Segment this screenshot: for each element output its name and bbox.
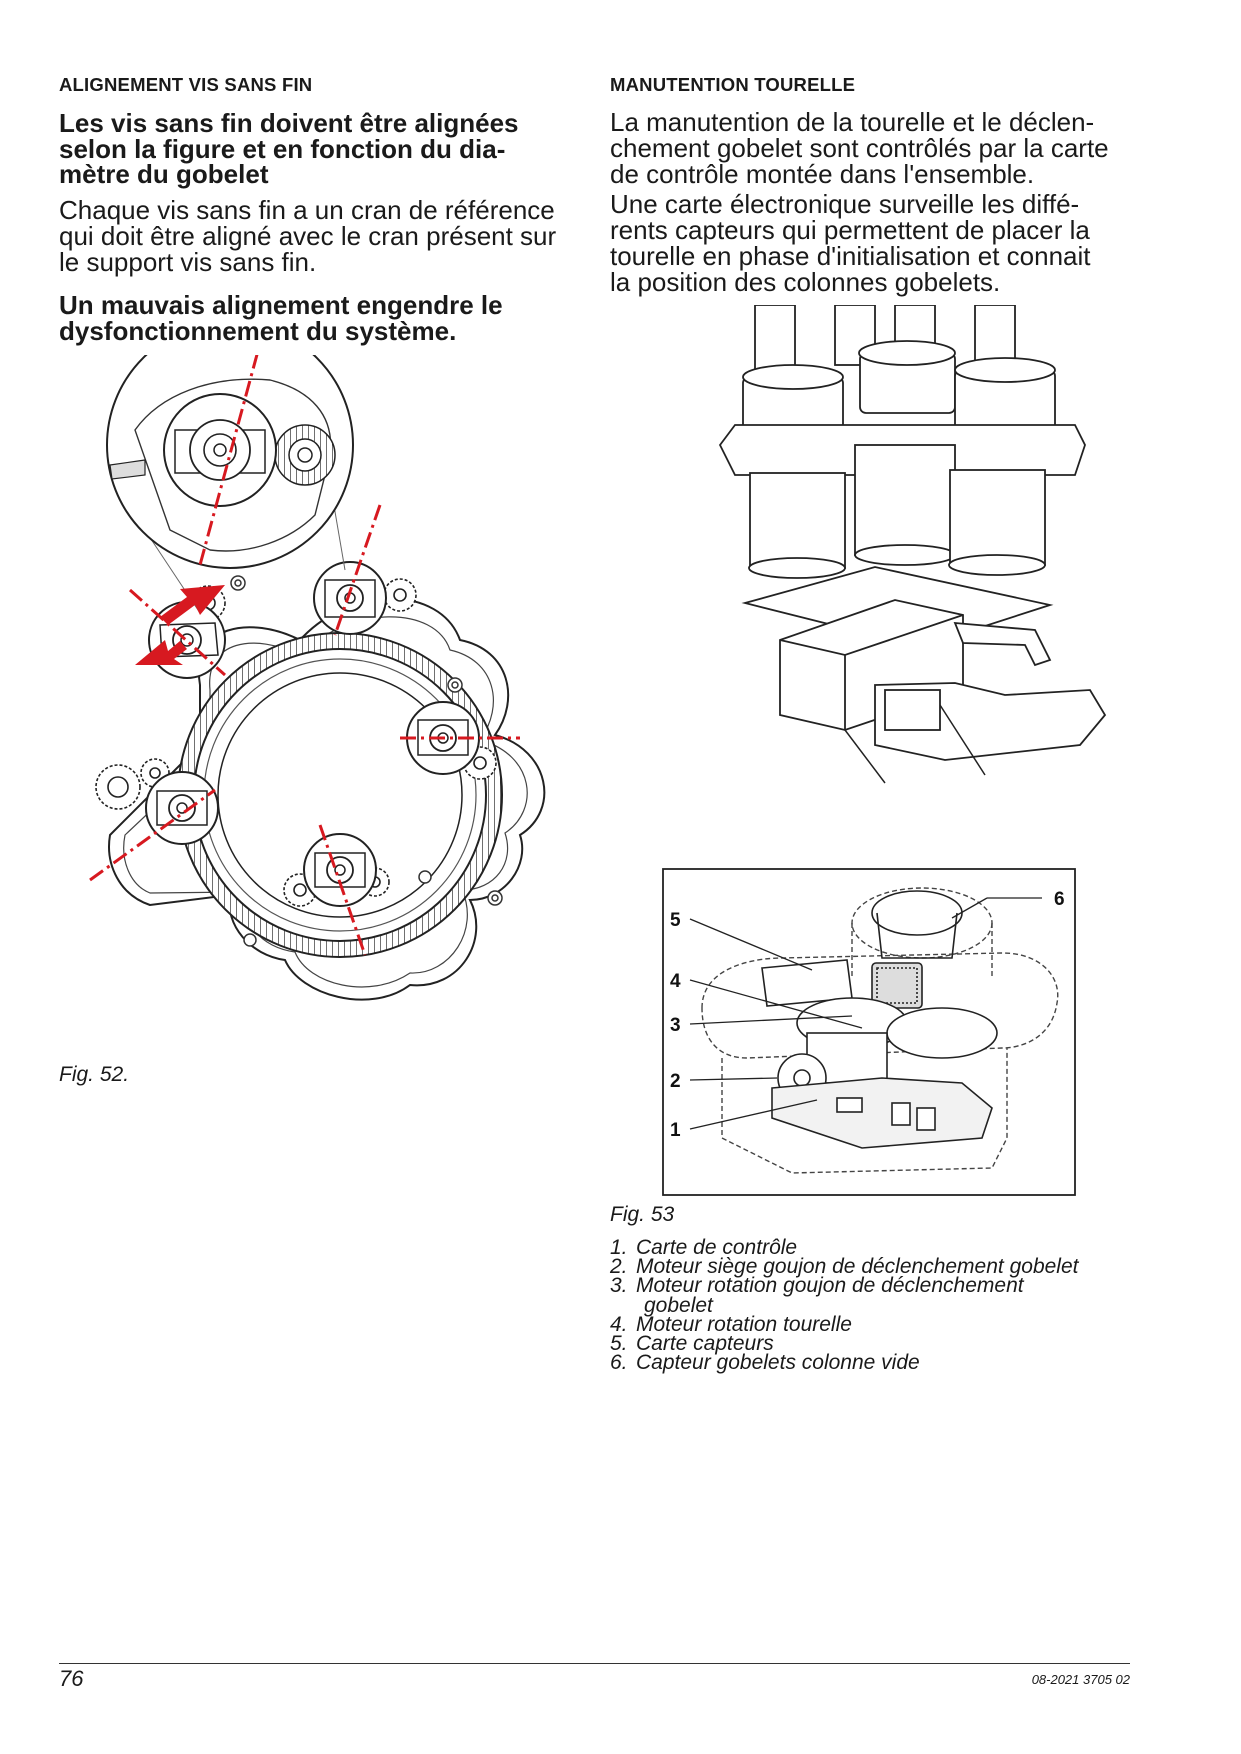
mounting-holes (230, 575, 503, 947)
paragraph-line: Une carte électronique surveille les dif… (610, 189, 1080, 219)
warning-line: dysfonctionnement du système. (59, 315, 457, 346)
worm-screw-alignment-figure (89, 355, 546, 1001)
turret-assembly-figure (718, 305, 1107, 784)
bold-instruction-line: selon la figure et en fonction du dia- (59, 133, 506, 164)
worm-screw-4 (303, 833, 377, 907)
callout-3: 3 (670, 1015, 681, 1036)
worm-screw-1 (148, 601, 226, 679)
section-heading-manutention: MANUTENTION TOURELLE (610, 74, 856, 95)
zoom-detail (106, 355, 354, 569)
legend-item-continuation: gobelet (644, 1293, 713, 1317)
legend-item: 6.Capteur gobelets colonne vide (610, 1351, 920, 1375)
alignment-arrows (135, 585, 225, 665)
turret-handling-paragraph: La manutention de la tourelle et le décl… (610, 109, 1109, 187)
legend-item: 3.Moteur rotation goujon de déclenchemen… (610, 1274, 1024, 1298)
sensor-board-paragraph: Une carte électronique surveille les dif… (610, 191, 1091, 295)
document-reference: 08-2021 3705 02 (1031, 1672, 1130, 1687)
paragraph-line: le support vis sans fin. (59, 247, 317, 277)
paragraph-line: rents capteurs qui permettent de placer … (610, 215, 1090, 245)
paragraph-line: qui doit être aligné avec le cran présen… (59, 221, 557, 251)
paragraph-line: chement gobelet sont contrôlés par la ca… (610, 133, 1109, 163)
legend-item: 1.Carte de contrôle (610, 1236, 798, 1259)
figure-53-legend: 1.Carte de contrôle 2.Moteur siège goujo… (610, 1236, 1079, 1375)
paragraph-line: de contrôle montée dans l'ensemble. (610, 159, 1035, 189)
bold-instruction-line: Les vis sans fin doivent être alignées (59, 108, 519, 138)
turret-detail-box: 1 2 3 4 5 6 (662, 868, 1076, 1196)
paragraph-line: la position des colonnes gobelets. (610, 267, 1001, 297)
worm-screw-5 (145, 771, 219, 845)
reference-notch-paragraph: Chaque vis sans fin a un cran de référen… (59, 197, 556, 275)
callout-2: 2 (670, 1071, 681, 1092)
page-number: 76 (59, 1666, 84, 1691)
alignment-marks (89, 355, 520, 956)
section-heading-alignement: ALIGNEMENT VIS SANS FIN (59, 74, 313, 95)
misalignment-warning: Un mauvais alignement engendre le dysfon… (59, 290, 503, 346)
bold-instruction: Les vis sans fin doivent être alignées s… (59, 108, 519, 189)
figure-52-caption: Fig. 52. (59, 1063, 130, 1086)
paragraph-line: Chaque vis sans fin a un cran de référen… (59, 195, 555, 225)
callout-6: 6 (1054, 889, 1065, 910)
callout-4: 4 (670, 971, 681, 992)
bold-instruction-line: mètre du gobelet (59, 159, 269, 189)
warning-line: Un mauvais alignement engendre le (59, 290, 503, 320)
paragraph-line: La manutention de la tourelle et le décl… (610, 107, 1095, 137)
legend-item: 4.Moteur rotation tourelle (610, 1312, 852, 1336)
figure-53-caption: Fig. 53 (610, 1203, 675, 1226)
legend-item: 2.Moteur siège goujon de déclenchement g… (610, 1255, 1079, 1279)
footer-divider (59, 1663, 1130, 1664)
callout-1: 1 (670, 1120, 681, 1141)
worm-screw-2 (313, 561, 387, 635)
callout-5: 5 (670, 910, 681, 931)
legend-item: 5.Carte capteurs (610, 1332, 774, 1356)
paragraph-line: tourelle en phase d'initialisation et co… (610, 241, 1091, 271)
